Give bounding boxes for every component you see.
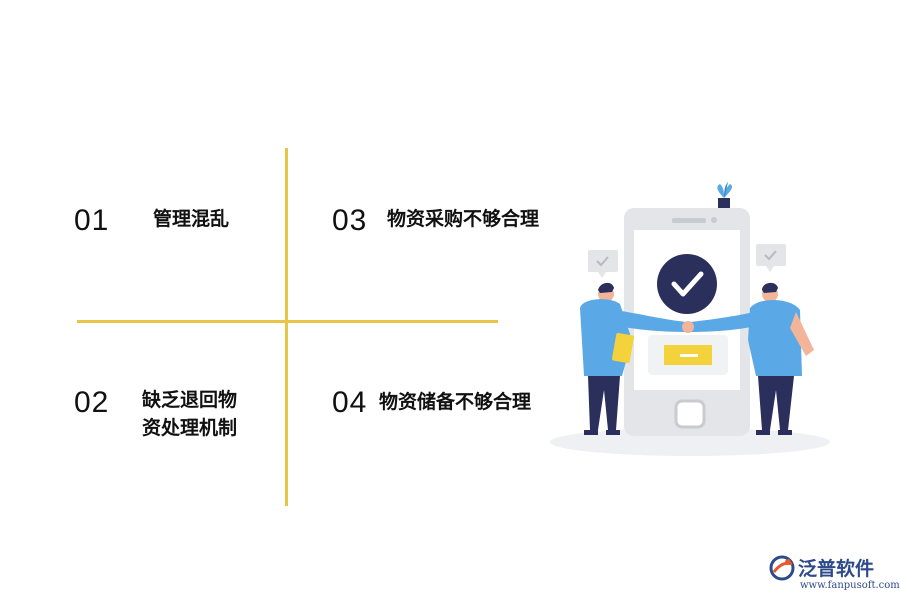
left-person-figure	[580, 282, 686, 435]
handshake-phone-illustration	[550, 182, 830, 456]
item-02-label-line2: 资处理机制	[142, 417, 238, 439]
item-03-number: 03	[332, 204, 368, 237]
chat-bubble-left-icon	[588, 250, 618, 278]
brand-name: 泛普软件	[798, 558, 875, 580]
brand-logo-icon	[769, 555, 795, 581]
plant-icon	[717, 182, 732, 208]
item-03-label: 物资采购不够合理	[387, 208, 540, 230]
fist-bump-icon	[682, 321, 694, 333]
item-04-label: 物资储备不够合理	[379, 391, 532, 413]
vertical-divider	[285, 148, 288, 506]
right-person-figure	[690, 282, 814, 435]
phone-icon	[624, 208, 750, 436]
chat-bubble-right-icon	[756, 244, 786, 272]
check-badge-icon	[657, 254, 717, 314]
item-02-label-line1: 缺乏退回物	[142, 389, 238, 411]
brand-logo: 泛普软件 www.fanpusoft.com	[768, 552, 900, 598]
item-01-label: 管理混乱	[153, 208, 230, 230]
brand-url: www.fanpusoft.com	[800, 580, 900, 591]
item-02-number: 02	[74, 386, 110, 419]
horizontal-divider	[77, 320, 498, 323]
item-04-number: 04	[332, 386, 368, 419]
item-01-number: 01	[74, 204, 110, 237]
